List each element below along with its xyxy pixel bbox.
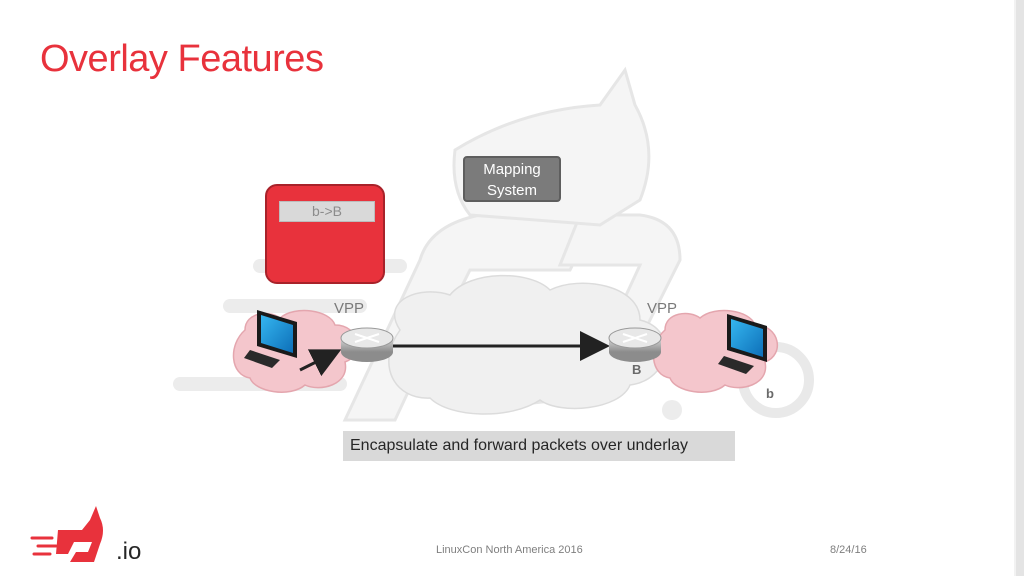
- map-cache-box: b->B: [265, 184, 385, 284]
- right-router-rloc-label: B: [632, 362, 642, 377]
- fdio-logo: .io: [30, 500, 150, 570]
- fdio-logo-text: .io: [116, 538, 142, 565]
- mapping-system-box: Mapping System: [463, 156, 561, 202]
- mapping-system-label: Mapping System: [483, 161, 541, 199]
- slide-edge-bar: [1014, 0, 1024, 576]
- footer-date: 8/24/16: [830, 544, 867, 556]
- map-cache-entry: b->B: [279, 201, 375, 222]
- footer-event: LinuxCon North America 2016: [436, 544, 583, 556]
- right-router-icon: [608, 327, 662, 362]
- right-host-computer-icon: [718, 314, 767, 374]
- left-router-icon: [340, 327, 394, 362]
- host-to-router-arrow: [299, 349, 342, 377]
- slide-title: Overlay Features: [40, 38, 324, 80]
- left-host-computer-icon: [244, 310, 297, 368]
- diagram-caption: Encapsulate and forward packets over und…: [343, 431, 735, 461]
- right-router-label: VPP: [647, 300, 678, 317]
- remote-host-eid-label: b: [766, 386, 774, 401]
- left-router-label: VPP: [334, 300, 365, 317]
- fdio-logo-mark: [30, 506, 103, 562]
